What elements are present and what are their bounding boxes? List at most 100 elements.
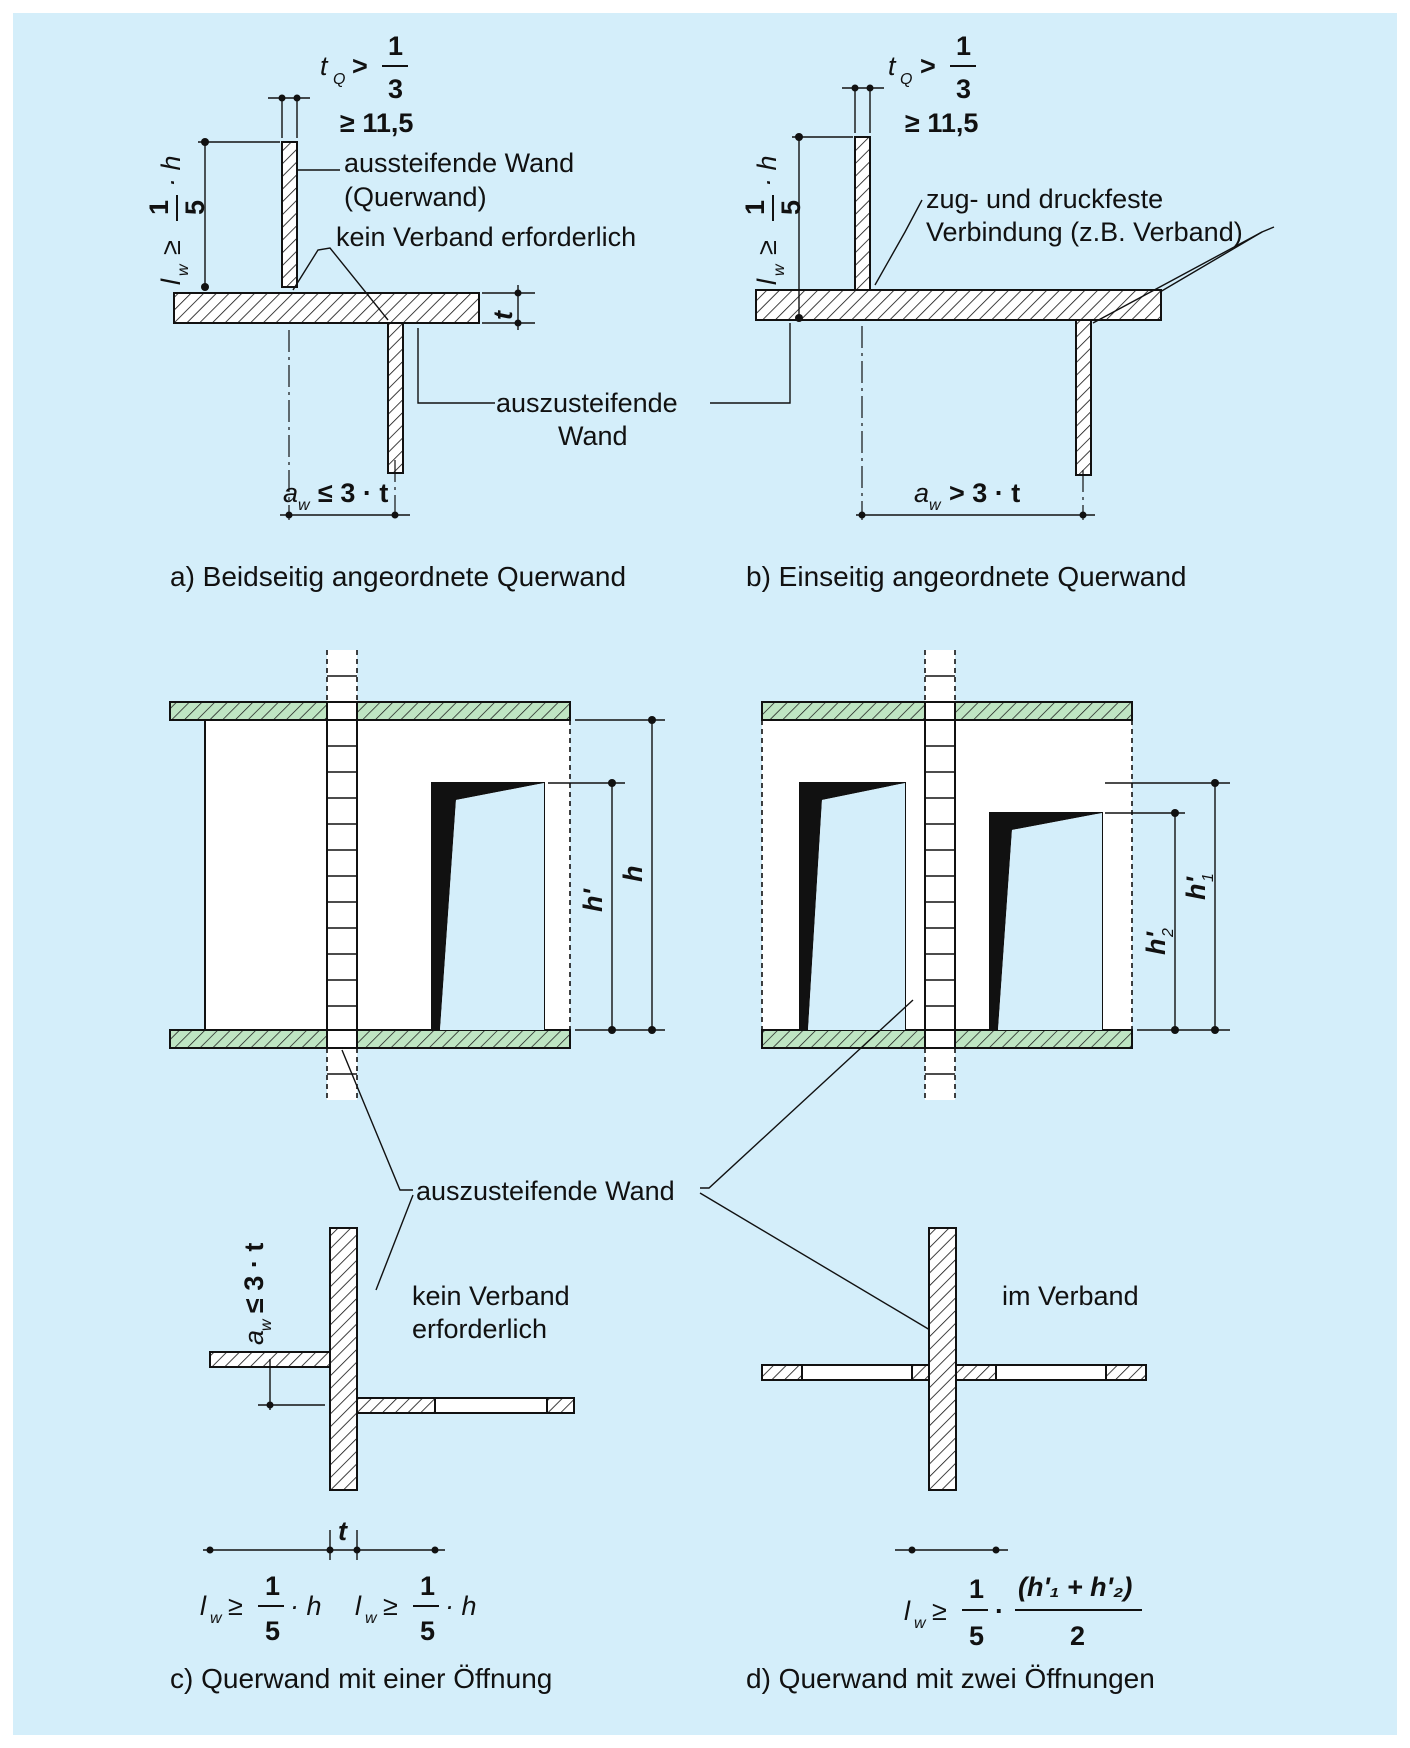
- main-wall-b: [755, 289, 1162, 321]
- figure-a: t Q > 1 3 ≥ 11,5 l w ≥ 1 5 · h aussteife…: [144, 31, 678, 592]
- fig-b-lw-tail: · h: [752, 155, 782, 187]
- fig-b-lw-sub: w: [771, 263, 788, 276]
- fig-b-connection-1: zug- und druckfeste: [926, 184, 1163, 214]
- fig-b-lw-num: 1: [740, 200, 770, 215]
- fig-c-caption: c) Querwand mit einer Öffnung: [170, 1663, 552, 1694]
- fig-b-lw-formula: l w ≥ 1 5 · h: [740, 155, 806, 285]
- fig-d-caption: d) Querwand mit zwei Öffnungen: [746, 1663, 1155, 1694]
- fig-c-hprime-label: h': [578, 888, 608, 912]
- slab-bottom-c: [169, 1029, 571, 1049]
- fig-c-aw-sub: w: [258, 1318, 275, 1331]
- fig-b-connection-2: Verbindung (z.B. Verband): [926, 217, 1243, 247]
- fig-b-caption: b) Einseitig angeordnete Querwand: [746, 561, 1187, 592]
- fig-a-stiffening-wall: aussteifende Wand: [344, 148, 574, 178]
- fig-d-h2-sub: 2: [1160, 928, 1177, 938]
- fig-a-wall-to-brace-1: auszusteifende: [496, 388, 678, 418]
- fig-c-t-label: t: [338, 1516, 348, 1546]
- fig-d-lw-rel: ≥: [932, 1596, 947, 1626]
- opening-d-right: [989, 812, 1103, 1031]
- shared-wall-to-brace: auszusteifende Wand: [416, 1176, 675, 1206]
- cross-wall-plan-d: [928, 1227, 957, 1491]
- fig-b-tq-sub: Q: [900, 71, 912, 88]
- fig-d-lw-frac-num: (h'₁ + h'₂): [1018, 1572, 1132, 1602]
- fig-c-lw-left-tail: · h: [290, 1591, 322, 1621]
- fig-a-tq-symbol: t: [320, 51, 329, 81]
- fig-a-lw-num: 1: [144, 200, 174, 215]
- fig-d-h2-label: h': [1141, 931, 1171, 955]
- fig-d-lw-formula: l w ≥ 1 5 · (h'₁ + h'₂) 2: [904, 1572, 1142, 1651]
- cross-wall-column-d: [924, 650, 956, 1100]
- lower-wall-a: [387, 322, 404, 474]
- fig-d-lw-sub: w: [914, 1615, 927, 1632]
- fig-d-h1-sub: 1: [1200, 873, 1217, 882]
- fig-b-tq-num: 1: [956, 31, 971, 61]
- fig-a-wall-to-brace-2: Wand: [558, 421, 628, 451]
- fig-a-no-bond: kein Verband erforderlich: [336, 222, 636, 252]
- fig-a-t-label: t: [488, 310, 518, 320]
- fig-a-lw-symbol: l: [156, 278, 186, 285]
- fig-b-lw-rel: ≥: [752, 240, 782, 255]
- fig-a-lw-tail: · h: [156, 155, 186, 187]
- fig-a-lw-rel: ≥: [156, 240, 186, 255]
- fig-c-lw-right-tail: · h: [445, 1591, 477, 1621]
- fig-c-lw-right-den: 5: [420, 1616, 435, 1646]
- fig-c-lw-right-symbol: l: [355, 1591, 362, 1621]
- fig-c-lw-left-sub: w: [210, 1610, 223, 1627]
- fig-a-aw-rel: ≤ 3 · t: [318, 478, 388, 508]
- stiffening-wall-a: [281, 141, 298, 288]
- fig-d-lw-frac-den: 2: [1070, 1621, 1085, 1651]
- fig-a-lw-sub: w: [175, 263, 192, 276]
- fig-a-tq-sub: Q: [333, 71, 345, 88]
- fig-b-aw-symbol: a: [914, 478, 929, 508]
- lower-wall-b: [1075, 319, 1092, 476]
- fig-b-tq-den: 3: [956, 74, 971, 104]
- figure-d-plan: im Verband l w ≥ 1 5 · (h'₁ + h'₂) 2 d) …: [746, 1227, 1155, 1694]
- fig-d-lw-den: 5: [969, 1621, 984, 1651]
- fig-d-lw-symbol: l: [904, 1596, 911, 1626]
- figure-c-elevation: h h': [169, 650, 665, 1100]
- fig-a-tq-rel: >: [352, 51, 368, 81]
- figure-c-plan: a w ≤ 3 · t kein Verband erforderlich t …: [170, 1227, 575, 1694]
- stiffening-wall-b: [854, 136, 871, 293]
- fig-c-lw-left-rel: ≥: [228, 1591, 243, 1621]
- fig-b-tq-rel: >: [920, 51, 936, 81]
- fig-a-caption: a) Beidseitig angeordnete Querwand: [170, 561, 626, 592]
- fig-b-tq-min: ≥ 11,5: [905, 108, 978, 138]
- main-wall-a: [173, 292, 480, 324]
- fig-c-no-bond-1: kein Verband: [412, 1281, 570, 1311]
- slab-top-c: [169, 701, 571, 721]
- fig-b-tq-symbol: t: [888, 51, 897, 81]
- fig-a-aw-symbol: a: [283, 478, 298, 508]
- figure-b: t Q > 1 3 ≥ 11,5 l w ≥ 1 5 · h zug- und …: [710, 31, 1275, 592]
- fig-c-aw-formula: a w ≤ 3 · t: [239, 1243, 275, 1345]
- cross-wall-plan-c: [329, 1227, 358, 1491]
- fig-b-lw-den: 5: [776, 200, 806, 215]
- fig-a-tq-den: 3: [388, 74, 403, 104]
- fig-a-tq-min: ≥ 11,5: [340, 108, 413, 138]
- fig-d-lw-mult: ·: [995, 1596, 1004, 1626]
- fig-c-no-bond-2: erforderlich: [412, 1314, 547, 1344]
- fig-d-lw-num: 1: [969, 1574, 984, 1604]
- fig-c-lw-left-den: 5: [265, 1616, 280, 1646]
- fig-c-lw-right-rel: ≥: [383, 1591, 398, 1621]
- opening-c: [431, 782, 545, 1031]
- fig-c-lw-right-sub: w: [365, 1610, 378, 1627]
- fig-a-lw-den: 5: [180, 200, 210, 215]
- fig-b-lw-symbol: l: [752, 278, 782, 285]
- fig-c-lw-right-num: 1: [420, 1571, 435, 1601]
- fig-c-aw-symbol: a: [239, 1330, 269, 1345]
- figure-d-elevation: h' 1 h' 2: [761, 650, 1230, 1100]
- fig-a-aw-sub: w: [298, 497, 311, 514]
- fig-c-lw-left-symbol: l: [200, 1591, 207, 1621]
- fig-a-cross-wall: (Querwand): [344, 182, 487, 212]
- fig-b-aw-rel: > 3 · t: [949, 478, 1020, 508]
- fig-d-bond: im Verband: [1002, 1281, 1139, 1311]
- fig-c-aw-rel: ≤ 3 · t: [239, 1243, 269, 1313]
- fig-c-lw-right: l w ≥ 1 5 · h: [355, 1571, 477, 1646]
- wall-bracing-diagram: t Q > 1 3 ≥ 11,5 l w ≥ 1 5 · h aussteife…: [144, 31, 1275, 1694]
- fig-c-h-label: h: [618, 866, 648, 883]
- opening-d-left: [799, 782, 906, 1031]
- fig-a-tq-num: 1: [388, 31, 403, 61]
- fig-c-lw-left: l w ≥ 1 5 · h: [200, 1571, 322, 1646]
- fig-d-h1-label: h': [1181, 876, 1211, 900]
